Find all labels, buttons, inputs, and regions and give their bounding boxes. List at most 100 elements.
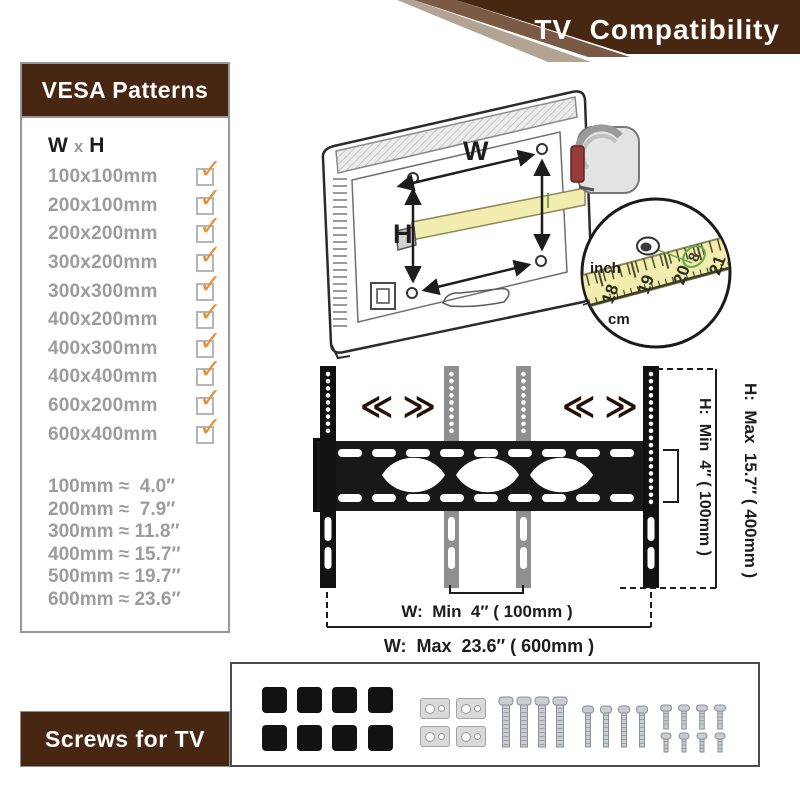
x-separator: x [73, 137, 84, 156]
vesa-size: 200x100mm [48, 194, 158, 216]
list-item: 200x200mm ✓ [48, 213, 222, 249]
slide-chevrons-right: ≪ ≫ [562, 388, 638, 424]
spacer-part [332, 687, 357, 713]
screws-for-tv-label: Screws for TV [20, 711, 230, 767]
inch-number-7: 7 [571, 282, 588, 294]
washer-part [456, 726, 486, 747]
h-max-label: H: Max 15.7″ ( 400mm ) [741, 383, 760, 578]
vesa-size: 600x200mm [48, 395, 158, 417]
check-icon: ✓ [199, 240, 222, 271]
tape-measure-device [570, 124, 640, 194]
wall-mount-bracket: ≪ ≫ ≪ ≫ H: Min 4″ ( 100mm ) H: Max 15.7″… [313, 366, 760, 656]
washer-part [420, 698, 450, 719]
washer-part [456, 698, 486, 719]
screws-label-text: Screws for TV [45, 725, 205, 752]
tv-back-illustration: W H [321, 90, 640, 360]
w-max-label: W: Max 23.6″ ( 600mm ) [384, 636, 594, 656]
spacer-part [297, 725, 322, 751]
checkbox: ✓ [196, 356, 222, 387]
list-item: 200x100mm ✓ [48, 184, 222, 221]
cm-label: cm [608, 311, 630, 328]
vesa-size: 100x100mm [48, 166, 158, 188]
tv-top-vent [335, 96, 578, 174]
vesa-size: 400x200mm [48, 309, 158, 331]
screw-parts [498, 696, 726, 753]
check-icon: ✓ [199, 383, 222, 414]
spacer-part [368, 725, 393, 751]
fixed-arm [320, 366, 659, 588]
plate-slots [338, 449, 634, 502]
h-min-label: H: Min 4″ ( 100mm ) [696, 398, 713, 556]
list-item: 600x400mm ✓ [48, 413, 222, 449]
conversion-row: 500mm ≈ 19.7″ [48, 566, 181, 588]
medium-screws [582, 705, 648, 748]
check-icon: ✓ [199, 297, 222, 328]
list-item: 400x400mm ✓ [48, 356, 222, 392]
vesa-size: 300x300mm [48, 280, 158, 302]
spacer-part [368, 687, 393, 713]
h-col-label: H [89, 134, 105, 157]
vesa-patterns-title: VESA Patterns [41, 76, 209, 103]
list-item: 600x200mm ✓ [48, 385, 222, 421]
vesa-size: 200x200mm [48, 223, 158, 245]
checkbox: ✓ [196, 184, 222, 215]
check-icon: ✓ [199, 268, 222, 299]
check-icon: ✓ [199, 182, 222, 213]
check-icon: ✓ [199, 325, 222, 356]
check-icon: ✓ [199, 354, 222, 385]
banner-dark-ribbon [456, 0, 800, 54]
arm-slots [324, 517, 655, 569]
vesa-size: 300x200mm [48, 252, 158, 274]
washer-part [420, 726, 450, 747]
check-icon: ✓ [199, 211, 222, 242]
inch-label: inch [590, 260, 621, 277]
banner-mid-stripe [414, 0, 630, 57]
spacer-part [332, 725, 357, 751]
checkbox: ✓ [196, 213, 222, 244]
checkbox: ✓ [196, 242, 222, 273]
list-item: 300x200mm ✓ [48, 242, 222, 278]
check-icon: ✓ [199, 154, 222, 185]
list-item: 400x200mm ✓ [48, 299, 222, 335]
conversion-row: 300mm ≈ 11.8″ [48, 521, 180, 543]
conversion-row: 200mm ≈ 7.9″ [48, 498, 176, 520]
plate-cutouts [382, 457, 593, 493]
check-icon: ✓ [199, 411, 222, 442]
slide-chevrons-left: ≪ ≫ [360, 388, 436, 424]
short-screws [660, 704, 726, 753]
h-dimension-label: H [393, 219, 413, 249]
green-highlight-ring [682, 245, 706, 268]
cm-number: 21 [705, 253, 729, 277]
vesa-size: 400x300mm [48, 337, 158, 359]
conversion-row: 600mm ≈ 23.6″ [48, 588, 181, 610]
measure-arrows [396, 149, 551, 296]
w-col-label: W [48, 134, 68, 157]
checkbox: ✓ [196, 299, 222, 330]
vesa-size: 400x400mm [48, 366, 158, 388]
tape-inset-circle: 7 8 18 19 20 21 inch cm [571, 197, 732, 349]
spacer-part [297, 687, 322, 713]
tape-red-clip [570, 145, 585, 183]
checkbox: ✓ [196, 156, 222, 187]
vesa-pattern-list: 100x100mm ✓ 200x100mm ✓ 200x200mm ✓ 300x200… [48, 156, 222, 449]
vesa-size: 600x400mm [48, 423, 158, 445]
list-item: 300x300mm ✓ [48, 270, 222, 306]
w-min-label: W: Min 4″ ( 100mm ) [401, 602, 572, 621]
long-screws [498, 696, 568, 748]
dimension-guides [326, 368, 717, 628]
spacer-part [262, 725, 287, 751]
checkbox: ✓ [196, 385, 222, 416]
vesa-patterns-header: VESA Patterns [20, 62, 230, 118]
banner-light-stripe [397, 0, 591, 62]
list-item: 400x300mm ✓ [48, 327, 222, 364]
mm-inch-conversion-list: 100mm ≈ 4.0″ 200mm ≈ 7.9″ 300mm ≈ 11.8″ … [48, 476, 181, 612]
checkbox: ✓ [196, 413, 222, 444]
tv-compatibility-banner: TV Compatibility [397, 0, 800, 62]
banner-title: TV Compatibility [534, 14, 780, 45]
checkbox: ✓ [196, 270, 222, 301]
conversion-row: 100mm ≈ 4.0″ [48, 476, 176, 497]
